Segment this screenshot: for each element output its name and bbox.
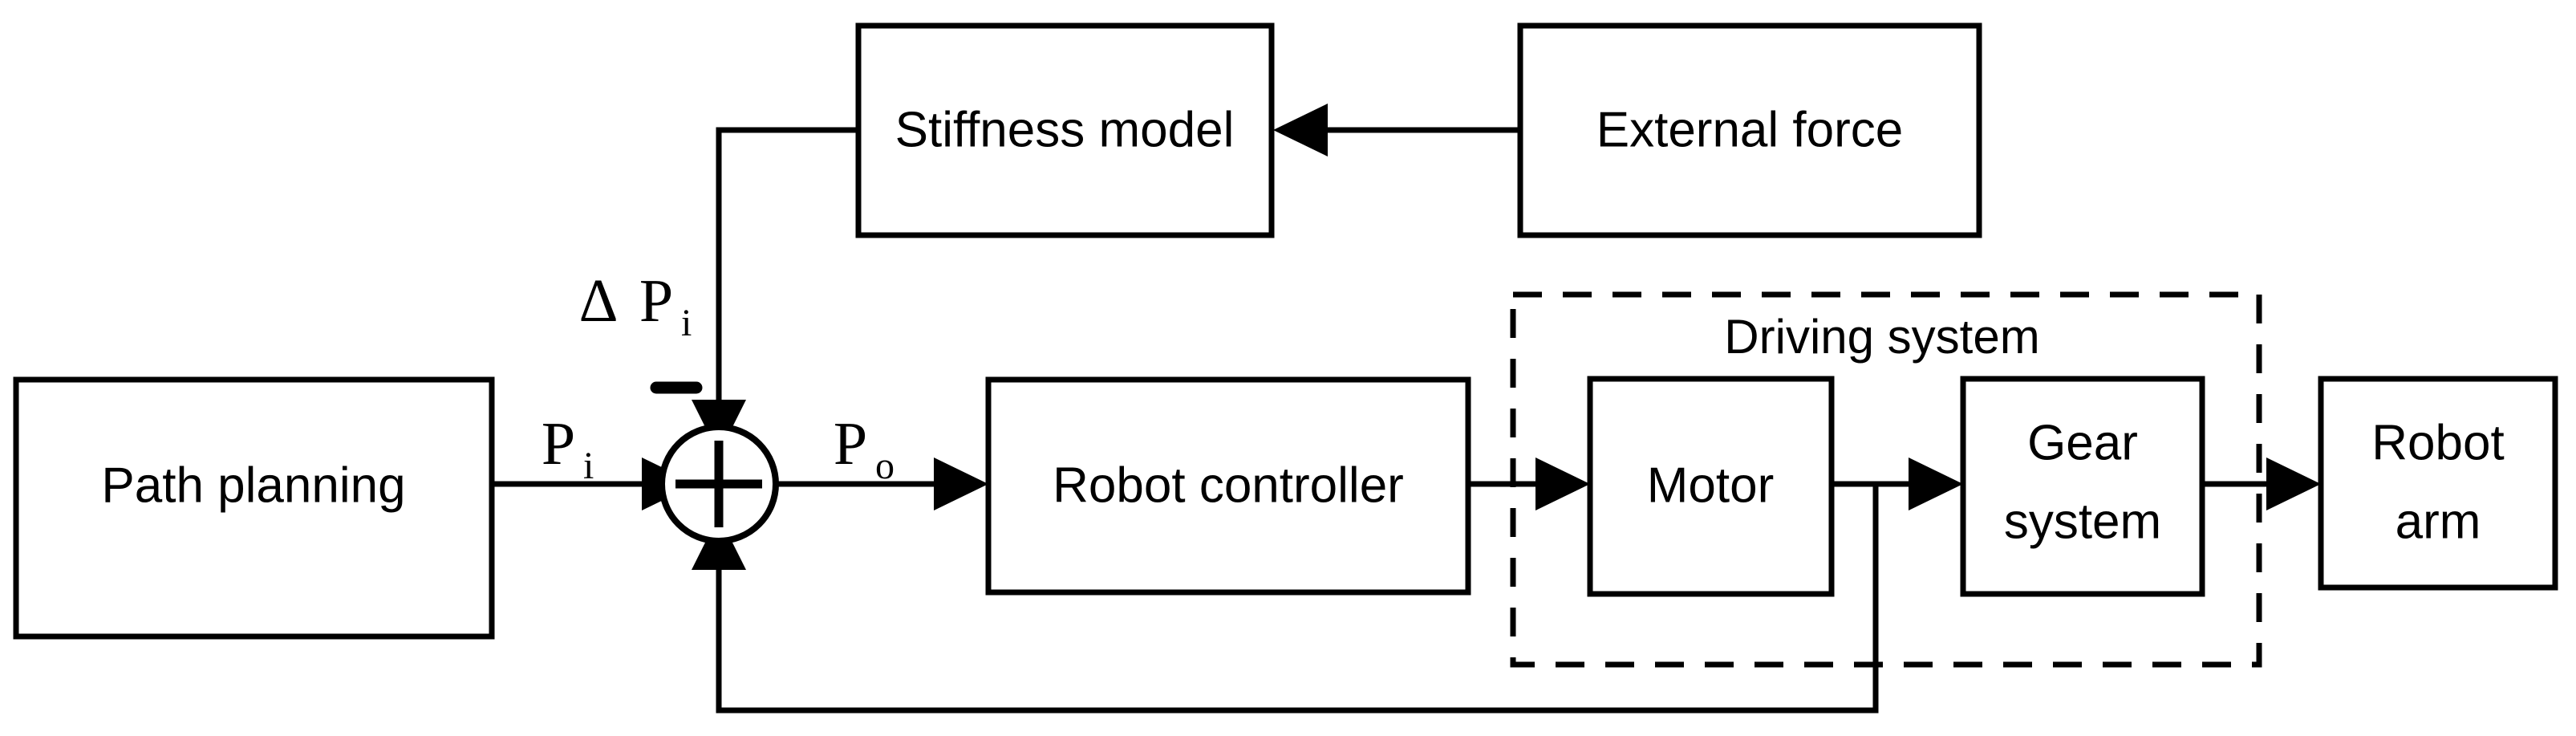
label-gear-system-line-1: Gear <box>2027 415 2138 470</box>
wire-stiffness-to-sum <box>692 127 858 454</box>
driving-system-group-boundary <box>1510 291 2262 668</box>
input-base: P <box>542 410 575 478</box>
label-robot-controller: Robot controller <box>1053 457 1404 513</box>
arrowhead-icon <box>1535 457 1590 510</box>
block-gear-system[interactable] <box>1960 376 2205 597</box>
arrowhead-icon <box>1909 457 1963 510</box>
label-driving-system: Driving system <box>1724 310 2039 364</box>
signal-label-p-i: P i <box>542 410 594 487</box>
label-robot-arm-line-2: arm <box>2395 494 2481 549</box>
block-robot-controller[interactable] <box>985 376 1471 596</box>
label-robot-arm-line-1: Robot <box>2371 415 2504 470</box>
delta-base: P <box>639 267 673 335</box>
arrowhead-icon <box>1273 104 1328 157</box>
label-motor: Motor <box>1647 457 1774 513</box>
label-external-force: External force <box>1596 102 1904 157</box>
delta-symbol: Δ <box>579 267 619 335</box>
label-path-planning: Path planning <box>101 457 405 513</box>
output-subscript: o <box>875 445 895 487</box>
wire-gear-system-to-robot-arm <box>2202 457 2321 510</box>
block-path-planning[interactable] <box>13 376 495 640</box>
arrowhead-icon <box>2266 457 2321 510</box>
wire-motor-to-gear-system <box>1832 457 1963 510</box>
arrowhead-icon <box>934 457 988 510</box>
block-robot-arm[interactable] <box>2318 376 2558 591</box>
label-gear-system-line-2: system <box>2004 494 2161 549</box>
block-external-force[interactable] <box>1517 22 1982 238</box>
signal-label-delta-p-i: Δ P i <box>579 267 692 344</box>
block-motor[interactable] <box>1587 376 1835 597</box>
delta-subscript: i <box>681 302 692 344</box>
input-subscript: i <box>583 445 594 487</box>
wire-robot-controller-to-motor <box>1468 457 1590 510</box>
summing-junction-icon[interactable] <box>659 424 779 544</box>
wire-external-force-to-stiffness <box>1273 104 1520 157</box>
output-base: P <box>834 410 867 478</box>
signal-label-p-o: P o <box>834 410 895 487</box>
label-stiffness-model: Stiffness model <box>895 102 1235 157</box>
block-stiffness-model[interactable] <box>855 22 1275 238</box>
wire-sum-to-robot-controller <box>777 457 988 510</box>
